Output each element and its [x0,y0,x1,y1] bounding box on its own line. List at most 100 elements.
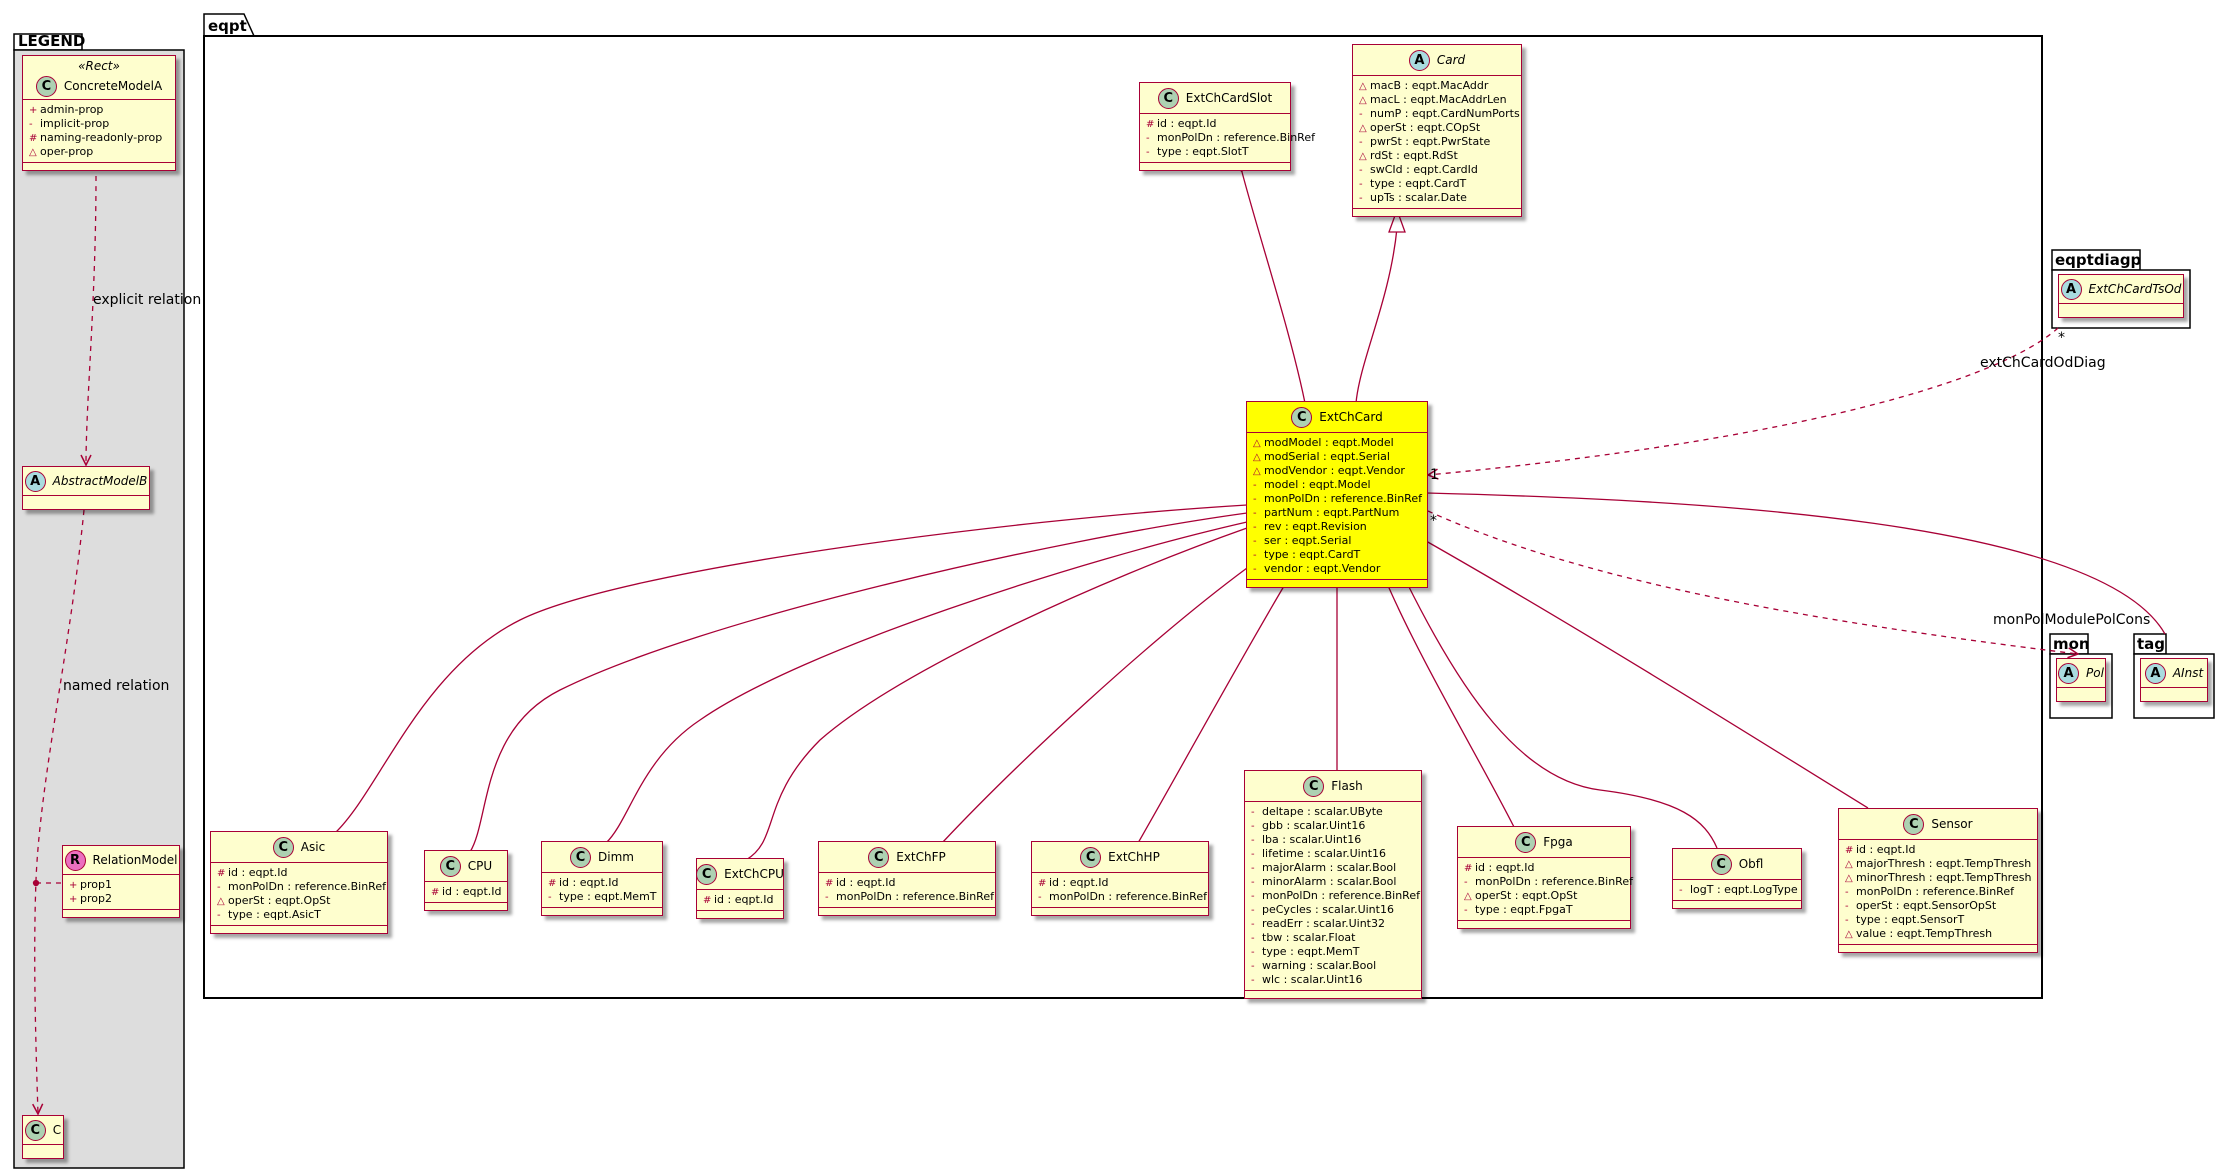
attribute-text: id : eqpt.Id [1049,876,1109,889]
attribute-row: -monPolDn : reference.BinRef [1253,492,1422,506]
attribute-text: readErr : scalar.Uint32 [1262,917,1385,930]
attribute-row: -implicit-prop [29,117,169,131]
attribute-list: #id : eqpt.Id-type : eqpt.MemT [542,872,662,907]
attribute-row: △modVendor : eqpt.Vendor [1253,464,1421,478]
attribute-row: -type : eqpt.FpgaT [1464,903,1624,917]
visibility-icon: - [1146,147,1150,158]
visibility-icon: # [825,878,834,889]
attribute-text: implicit-prop [40,117,110,130]
visibility-icon: △ [1253,452,1261,463]
visibility-icon: △ [1253,466,1261,477]
visibility-icon: # [1038,878,1047,889]
class-name: RelationModel [92,853,178,867]
multiplicity-star-diag: * [2058,330,2065,346]
edge-card-extchcpu [745,521,1262,861]
attribute-text: type : eqpt.FpgaT [1475,903,1573,916]
edge-named-relation [35,509,85,1114]
attribute-text: swCId : eqpt.CardId [1370,163,1478,176]
association-point [32,879,40,887]
label-monpol: monPolModulePolCons [1993,612,2150,628]
attribute-row: -vendor : eqpt.Vendor [1253,562,1421,576]
attribute-row: #naming-readonly-prop [29,131,169,145]
attribute-text: id : eqpt.Id [836,876,896,889]
visibility-icon: - [1253,550,1257,561]
attribute-text: admin-prop [40,103,104,116]
visibility-icon: - [1251,905,1255,916]
visibility-icon: - [1845,901,1849,912]
class-extchcpu[interactable]: C ExtChCPU #id : eqpt.Id [696,858,784,919]
package-legend-label: LEGEND [18,32,85,50]
class-name: Sensor [1931,817,1973,831]
class-name: AbstractModelB [52,474,148,488]
attribute-row: -type : eqpt.MemT [1251,945,1415,959]
attribute-text: logT : eqpt.LogType [1690,883,1798,896]
visibility-icon: △ [1845,929,1853,940]
class-c[interactable]: C C [22,1115,64,1159]
attribute-row: △macB : eqpt.MacAddr [1359,79,1515,93]
attribute-row: +prop1 [69,878,173,892]
visibility-icon: - [1251,933,1255,944]
visibility-icon: + [69,880,78,891]
visibility-icon: △ [1359,81,1367,92]
edge-explicit-relation [86,175,97,465]
attribute-list: -deltape : scalar.UByte-gbb : scalar.Uin… [1245,801,1421,990]
attribute-row: △operSt : eqpt.OpSt [1464,889,1624,903]
class-abstract-model-b[interactable]: A AbstractModelB [22,466,150,510]
attribute-text: operSt : eqpt.SensorOpSt [1856,899,1997,912]
attribute-list: +prop1+prop2 [63,874,179,909]
visibility-icon: △ [1845,859,1853,870]
attribute-row: -partNum : eqpt.PartNum [1253,506,1421,520]
visibility-icon: - [1359,193,1363,204]
attribute-text: minorThresh : eqpt.TempThresh [1856,871,2032,884]
visibility-icon: △ [29,147,37,158]
class-name: Pol [2086,666,2104,680]
class-badge-icon: C [696,863,718,885]
visibility-icon: # [1146,119,1155,130]
visibility-icon: - [1464,905,1468,916]
attribute-text: wlc : scalar.Uint16 [1262,973,1363,986]
attribute-row: -type : eqpt.CardT [1359,177,1515,191]
attribute-text: vendor : eqpt.Vendor [1264,562,1381,575]
visibility-icon: - [1253,564,1257,575]
class-relation-model[interactable]: R RelationModel +prop1+prop2 [62,845,180,918]
package-eqpt-label: eqpt [208,17,247,35]
attribute-row: -upTs : scalar.Date [1359,191,1515,205]
visibility-icon: - [1464,877,1468,888]
class-badge-icon: C [1080,846,1102,868]
visibility-icon: - [1359,109,1363,120]
attribute-row: #id : eqpt.Id [703,893,777,907]
visibility-icon: - [217,910,221,921]
attribute-row: △oper-prop [29,145,169,159]
attribute-row: -monPolDn : reference.BinRef [1146,131,1315,145]
visibility-icon: - [1251,835,1255,846]
relation-badge-icon: R [64,849,86,871]
class-concrete-model-a[interactable]: «Rect» C ConcreteModelA +admin-prop-impl… [22,55,176,171]
attribute-text: operSt : eqpt.OpSt [228,894,331,907]
attribute-row: #id : eqpt.Id [1845,843,2031,857]
attribute-list: #id : eqpt.Id [697,889,783,910]
visibility-icon: # [217,868,226,879]
attribute-text: naming-readonly-prop [40,131,163,144]
class-name: ExtChCPU [724,867,784,881]
attribute-text: type : eqpt.AsicT [228,908,321,921]
attribute-text: partNum : eqpt.PartNum [1264,506,1400,519]
attribute-row: △value : eqpt.TempThresh [1845,927,2031,941]
attribute-list: -logT : eqpt.LogType [1673,879,1801,900]
attribute-row: -warning : scalar.Bool [1251,959,1415,973]
